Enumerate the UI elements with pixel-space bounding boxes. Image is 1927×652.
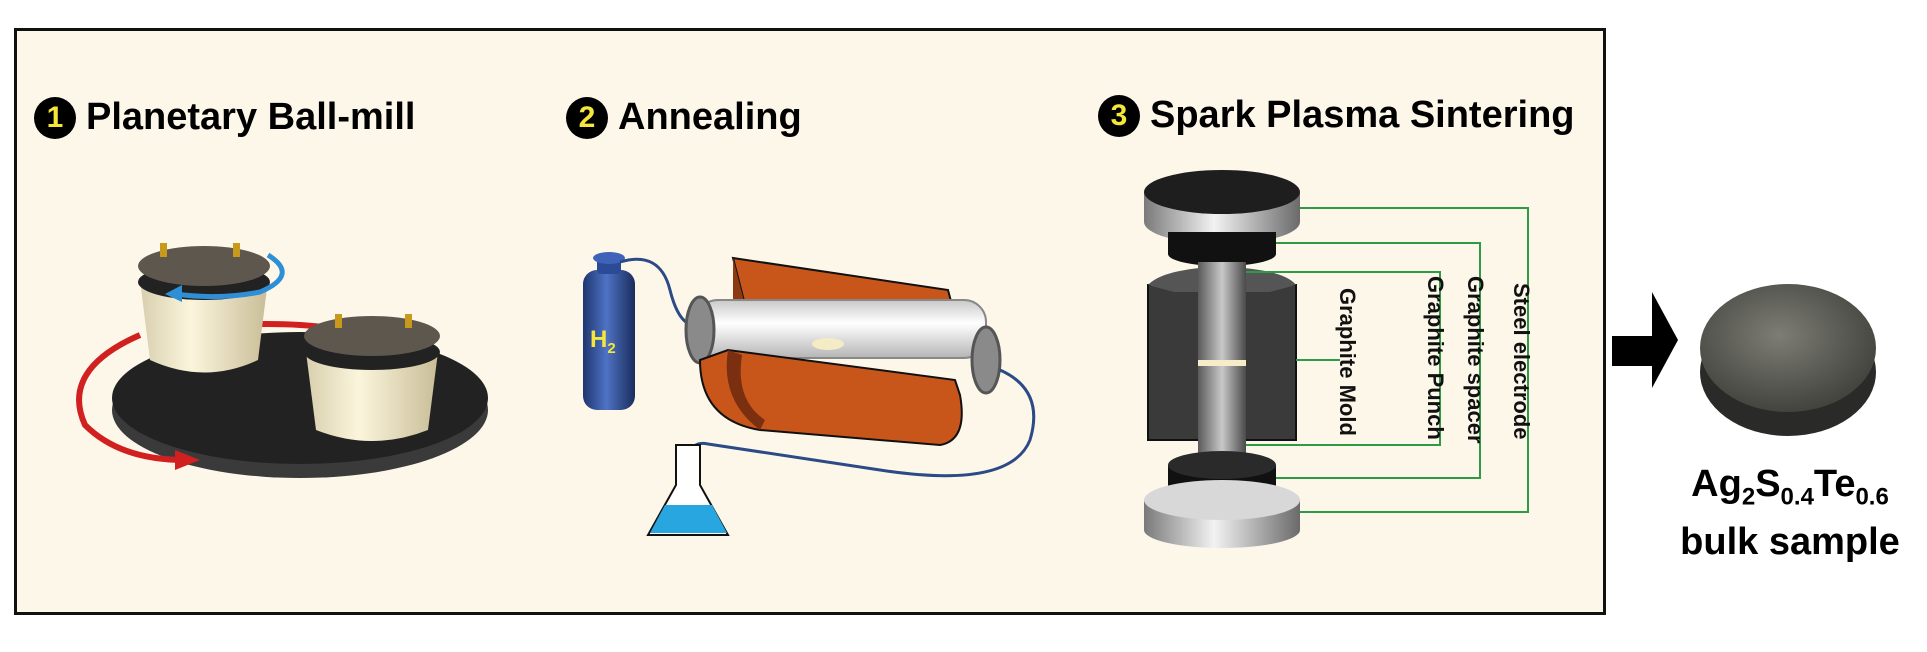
jar-2-lid (304, 316, 440, 356)
step-3-title: 3 Spark Plasma Sintering (1098, 94, 1575, 137)
blue-rotation-arrow (174, 252, 285, 300)
gas-cylinder-cap (593, 252, 625, 264)
step-1-label: Planetary Ball-mill (86, 96, 416, 138)
furnace-top-edge (733, 258, 745, 310)
formula-te: Te (1813, 463, 1856, 505)
bottom-electrode (1144, 480, 1300, 520)
sample-formula: Ag2S0.4Te0.6 (1660, 462, 1920, 520)
next-step-arrow (1612, 292, 1678, 388)
step-1-title: 1 Planetary Ball-mill (34, 96, 415, 139)
jar-1-pin-left (160, 243, 167, 257)
jar-2-pin-left (335, 314, 342, 328)
sample-caption: Ag2S0.4Te0.6 bulk sample (1660, 462, 1920, 564)
red-rotation-arrow (76, 332, 186, 463)
gas-subscript: 2 (607, 339, 616, 357)
formula-s: S (1755, 463, 1781, 505)
jar-1-body (140, 280, 268, 373)
label-graphite-mold: Graphite Mold (1335, 288, 1360, 436)
ball-mill-illustration (76, 243, 488, 478)
step-3-badge: 3 (1098, 94, 1140, 137)
formula-s-sub: 0.4 (1780, 483, 1814, 511)
furnace-bottom-half (698, 348, 963, 447)
formula-ag-sub: 2 (1741, 483, 1756, 511)
step-2-badge: 2 (566, 96, 608, 139)
annealing-illustration (583, 252, 1036, 536)
gas-cylinder (583, 270, 635, 410)
label-leader-lines (1246, 207, 1529, 513)
jar-1-pin-right (233, 243, 240, 257)
step-2-label: Annealing (618, 96, 802, 138)
gas-symbol: H (590, 326, 608, 353)
exhaust-hose (688, 368, 1036, 530)
punch (1198, 262, 1246, 482)
red-arrow-head (175, 450, 200, 470)
sample-line2: bulk sample (1680, 520, 1900, 563)
flask-liquid (650, 505, 727, 533)
label-steel-electrode: Steel electrode (1509, 283, 1534, 440)
quartz-tube (695, 299, 987, 359)
bottom-electrode-base (1144, 512, 1300, 548)
label-graphite-punch: Graphite Punch (1423, 276, 1448, 440)
bottom-spacer-top (1168, 451, 1276, 479)
top-spacer-base (1168, 242, 1276, 266)
furnace-bottom-edge (726, 350, 765, 430)
formula-te-sub: 0.6 (1855, 483, 1889, 511)
bulk-sample-disc (1700, 284, 1876, 436)
label-graphite-spacer: Graphite spacer (1463, 276, 1488, 444)
tube-end-right (970, 325, 1002, 395)
jar-2-pin-right (405, 314, 412, 328)
sps-illustration (1144, 170, 1529, 548)
step-1-badge: 1 (34, 96, 76, 139)
tube-end-left (684, 295, 716, 365)
formula-ag: Ag (1691, 463, 1742, 505)
sample-layer (1198, 360, 1246, 366)
jar-1-lid (138, 246, 270, 286)
sample-pellet (812, 338, 844, 350)
disc-face (1700, 284, 1876, 412)
step-3-label: Spark Plasma Sintering (1150, 94, 1575, 136)
jar-2-body (306, 352, 438, 441)
top-electrode (1144, 170, 1300, 214)
gas-label: H2 (590, 326, 616, 357)
blue-arrow-head (165, 285, 182, 302)
step-2-title: 2 Annealing (566, 96, 802, 139)
